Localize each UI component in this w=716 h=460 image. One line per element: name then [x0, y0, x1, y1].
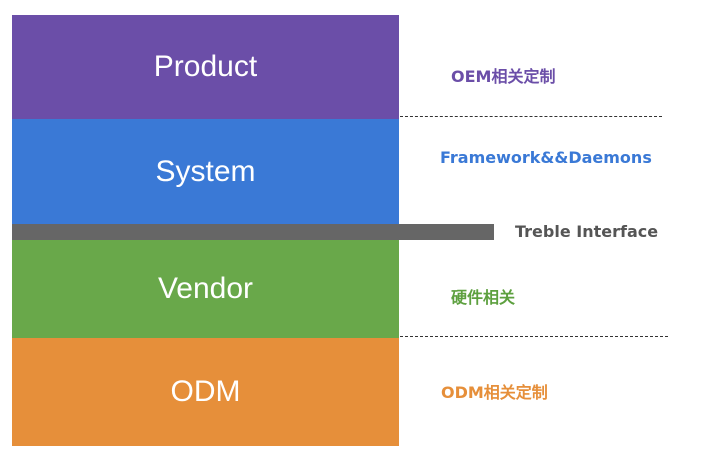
vendor-layer-label: Vendor [157, 272, 254, 305]
odm-layer-label: ODM [170, 375, 241, 408]
vendor-odm-divider [400, 336, 668, 337]
product-system-divider [400, 116, 662, 117]
product-layer: Product [12, 15, 399, 119]
product-layer-label: Product [153, 50, 258, 83]
vendor-layer: Vendor [12, 240, 399, 338]
hardware-annotation: 硬件相关 [451, 288, 516, 307]
oem-annotation: OEM相关定制 [451, 67, 556, 86]
framework-annotation: Framework&&Daemons [440, 148, 652, 167]
system-layer: System [12, 119, 399, 224]
system-layer-label: System [155, 154, 256, 188]
odm-annotation: ODM相关定制 [441, 383, 548, 402]
odm-layer: ODM [12, 338, 399, 446]
treble-interface-bar [12, 224, 494, 240]
treble-interface-label: Treble Interface [515, 222, 659, 241]
